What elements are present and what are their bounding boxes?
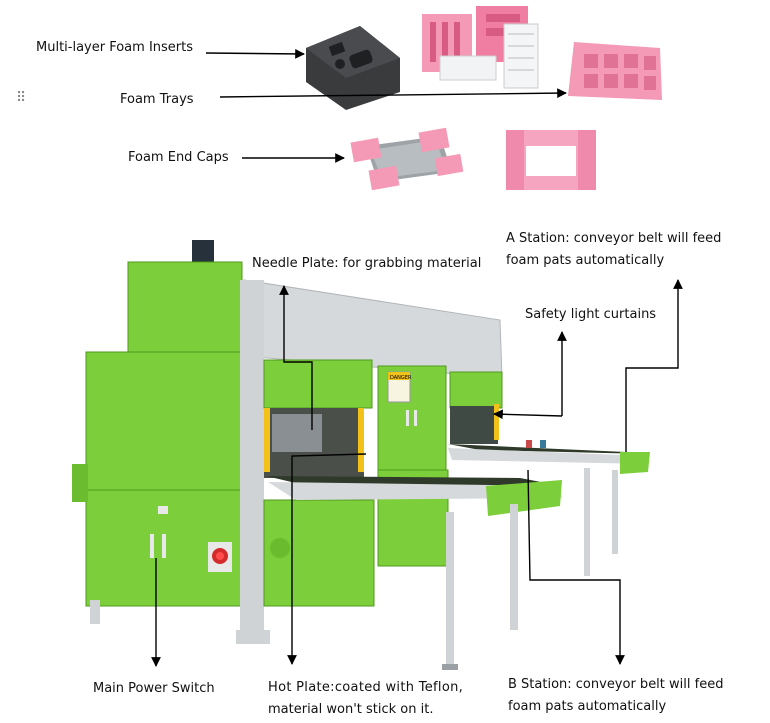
- conveyor-a: [448, 440, 650, 576]
- label-safety-light-curtains: Safety light curtains: [525, 307, 657, 322]
- label-foam-trays: Foam Trays: [120, 92, 194, 107]
- arrows: [151, 49, 683, 667]
- foam-end-caps: [350, 127, 464, 191]
- label-foam-end-caps: Foam End Caps: [128, 150, 229, 165]
- foam-end-cap-single: [506, 130, 596, 190]
- label-b-station-line2: foam pats automatically: [508, 699, 667, 714]
- label-a-station-line1: A Station: conveyor belt will feed: [506, 231, 722, 246]
- foam-tray-pink: [568, 42, 662, 100]
- foam-insert-black: [306, 26, 400, 110]
- label-hot-plate-line1: Hot Plate:coated with Teflon,: [268, 680, 464, 695]
- drag-handle-icon[interactable]: ⠿: [16, 90, 26, 106]
- machine-body: DANGER: [72, 240, 503, 642]
- label-multi-layer-foam-inserts: Multi-layer Foam Inserts: [36, 40, 194, 55]
- foam-tray-group: [422, 6, 539, 89]
- label-needle-plate: Needle Plate: for grabbing material: [252, 256, 482, 271]
- label-main-power-switch: Main Power Switch: [93, 681, 215, 696]
- label-b-station-line1: B Station: conveyor belt will feed: [508, 677, 724, 692]
- label-hot-plate-line2: material won't stick on it.: [268, 702, 434, 717]
- label-a-station-line2: foam pats automatically: [506, 253, 665, 268]
- warning-sign-text: DANGER: [390, 375, 412, 381]
- conveyor-b: [266, 476, 562, 670]
